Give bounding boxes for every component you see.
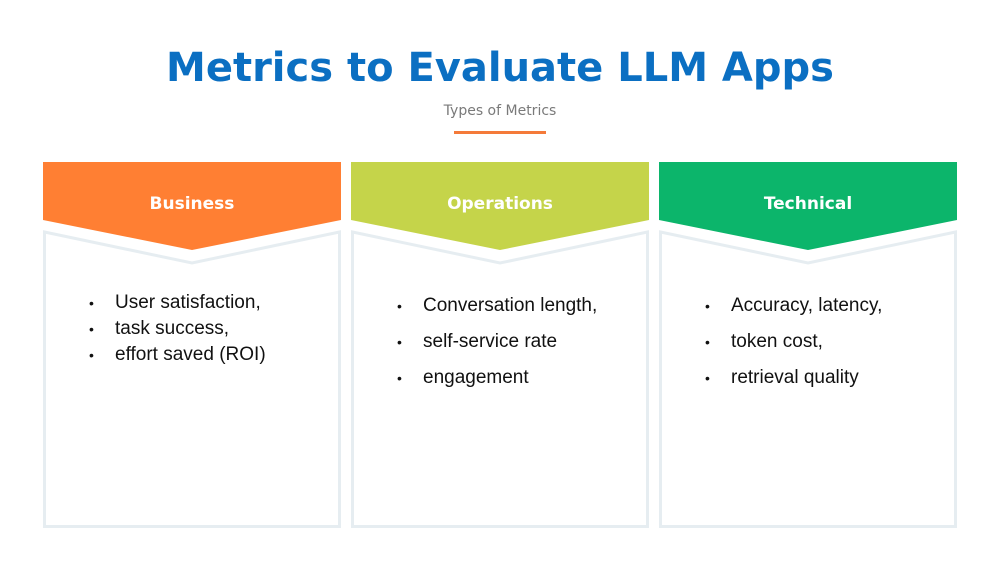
- list-item-text: token cost,: [731, 331, 823, 352]
- column-operations-banner: [351, 162, 649, 250]
- column-operations-shape: [351, 162, 649, 528]
- column-technical-body: [659, 230, 957, 528]
- bullet-icon: •: [89, 347, 94, 363]
- column-operations-label: Operations: [447, 194, 553, 214]
- list-item-text: task success,: [115, 318, 230, 339]
- column-business-shape: [43, 162, 341, 528]
- column-technical: Technical • Accuracy, latency, • token cos…: [659, 162, 957, 528]
- column-operations-list: • Conversation length, • self-service rate…: [395, 288, 635, 396]
- bullet-icon: •: [89, 321, 94, 337]
- bullet-icon: •: [397, 334, 402, 350]
- list-item-text: retrieval quality: [731, 367, 859, 388]
- column-business: Business • User satisfaction, • task succe…: [43, 162, 341, 528]
- bullet-icon: •: [705, 334, 710, 350]
- list-item: • retrieval quality: [703, 360, 943, 396]
- column-technical-list: • Accuracy, latency, • token cost, • retrie…: [703, 288, 943, 396]
- list-item-text: engagement: [423, 367, 529, 388]
- list-item-text: self-service rate: [423, 331, 558, 352]
- list-item: • engagement: [395, 360, 635, 396]
- bullet-icon: •: [397, 370, 402, 386]
- list-item: • self-service rate: [395, 324, 635, 360]
- page-title: Metrics to Evaluate LLM Apps: [166, 45, 834, 91]
- column-technical-label: Technical: [763, 194, 853, 214]
- list-item-text: User satisfaction,: [115, 292, 261, 313]
- bullet-icon: •: [89, 295, 94, 311]
- list-item: • token cost,: [703, 324, 943, 360]
- list-item: • Accuracy, latency,: [703, 288, 943, 324]
- bullet-icon: •: [705, 370, 710, 386]
- list-item-text: Conversation length,: [423, 295, 598, 316]
- column-business-label: Business: [149, 194, 235, 214]
- column-business-list: • User satisfaction, • task success, • effo…: [87, 290, 327, 368]
- list-item: • effort saved (ROI): [87, 342, 327, 368]
- list-item: • task success,: [87, 316, 327, 342]
- column-technical-shape: [659, 162, 957, 528]
- accent-divider: [454, 131, 546, 134]
- column-operations: Operations • Conversation length, • self-s…: [351, 162, 649, 528]
- list-item: • User satisfaction,: [87, 290, 327, 316]
- list-item-text: effort saved (ROI): [115, 344, 266, 365]
- column-business-body: [43, 230, 341, 528]
- column-technical-banner: [659, 162, 957, 250]
- list-item: • Conversation length,: [395, 288, 635, 324]
- bullet-icon: •: [397, 298, 402, 314]
- column-business-banner: [43, 162, 341, 250]
- bullet-icon: •: [705, 298, 710, 314]
- list-item-text: Accuracy, latency,: [731, 295, 883, 316]
- page-subtitle: Types of Metrics: [443, 103, 557, 119]
- column-operations-body: [351, 230, 649, 528]
